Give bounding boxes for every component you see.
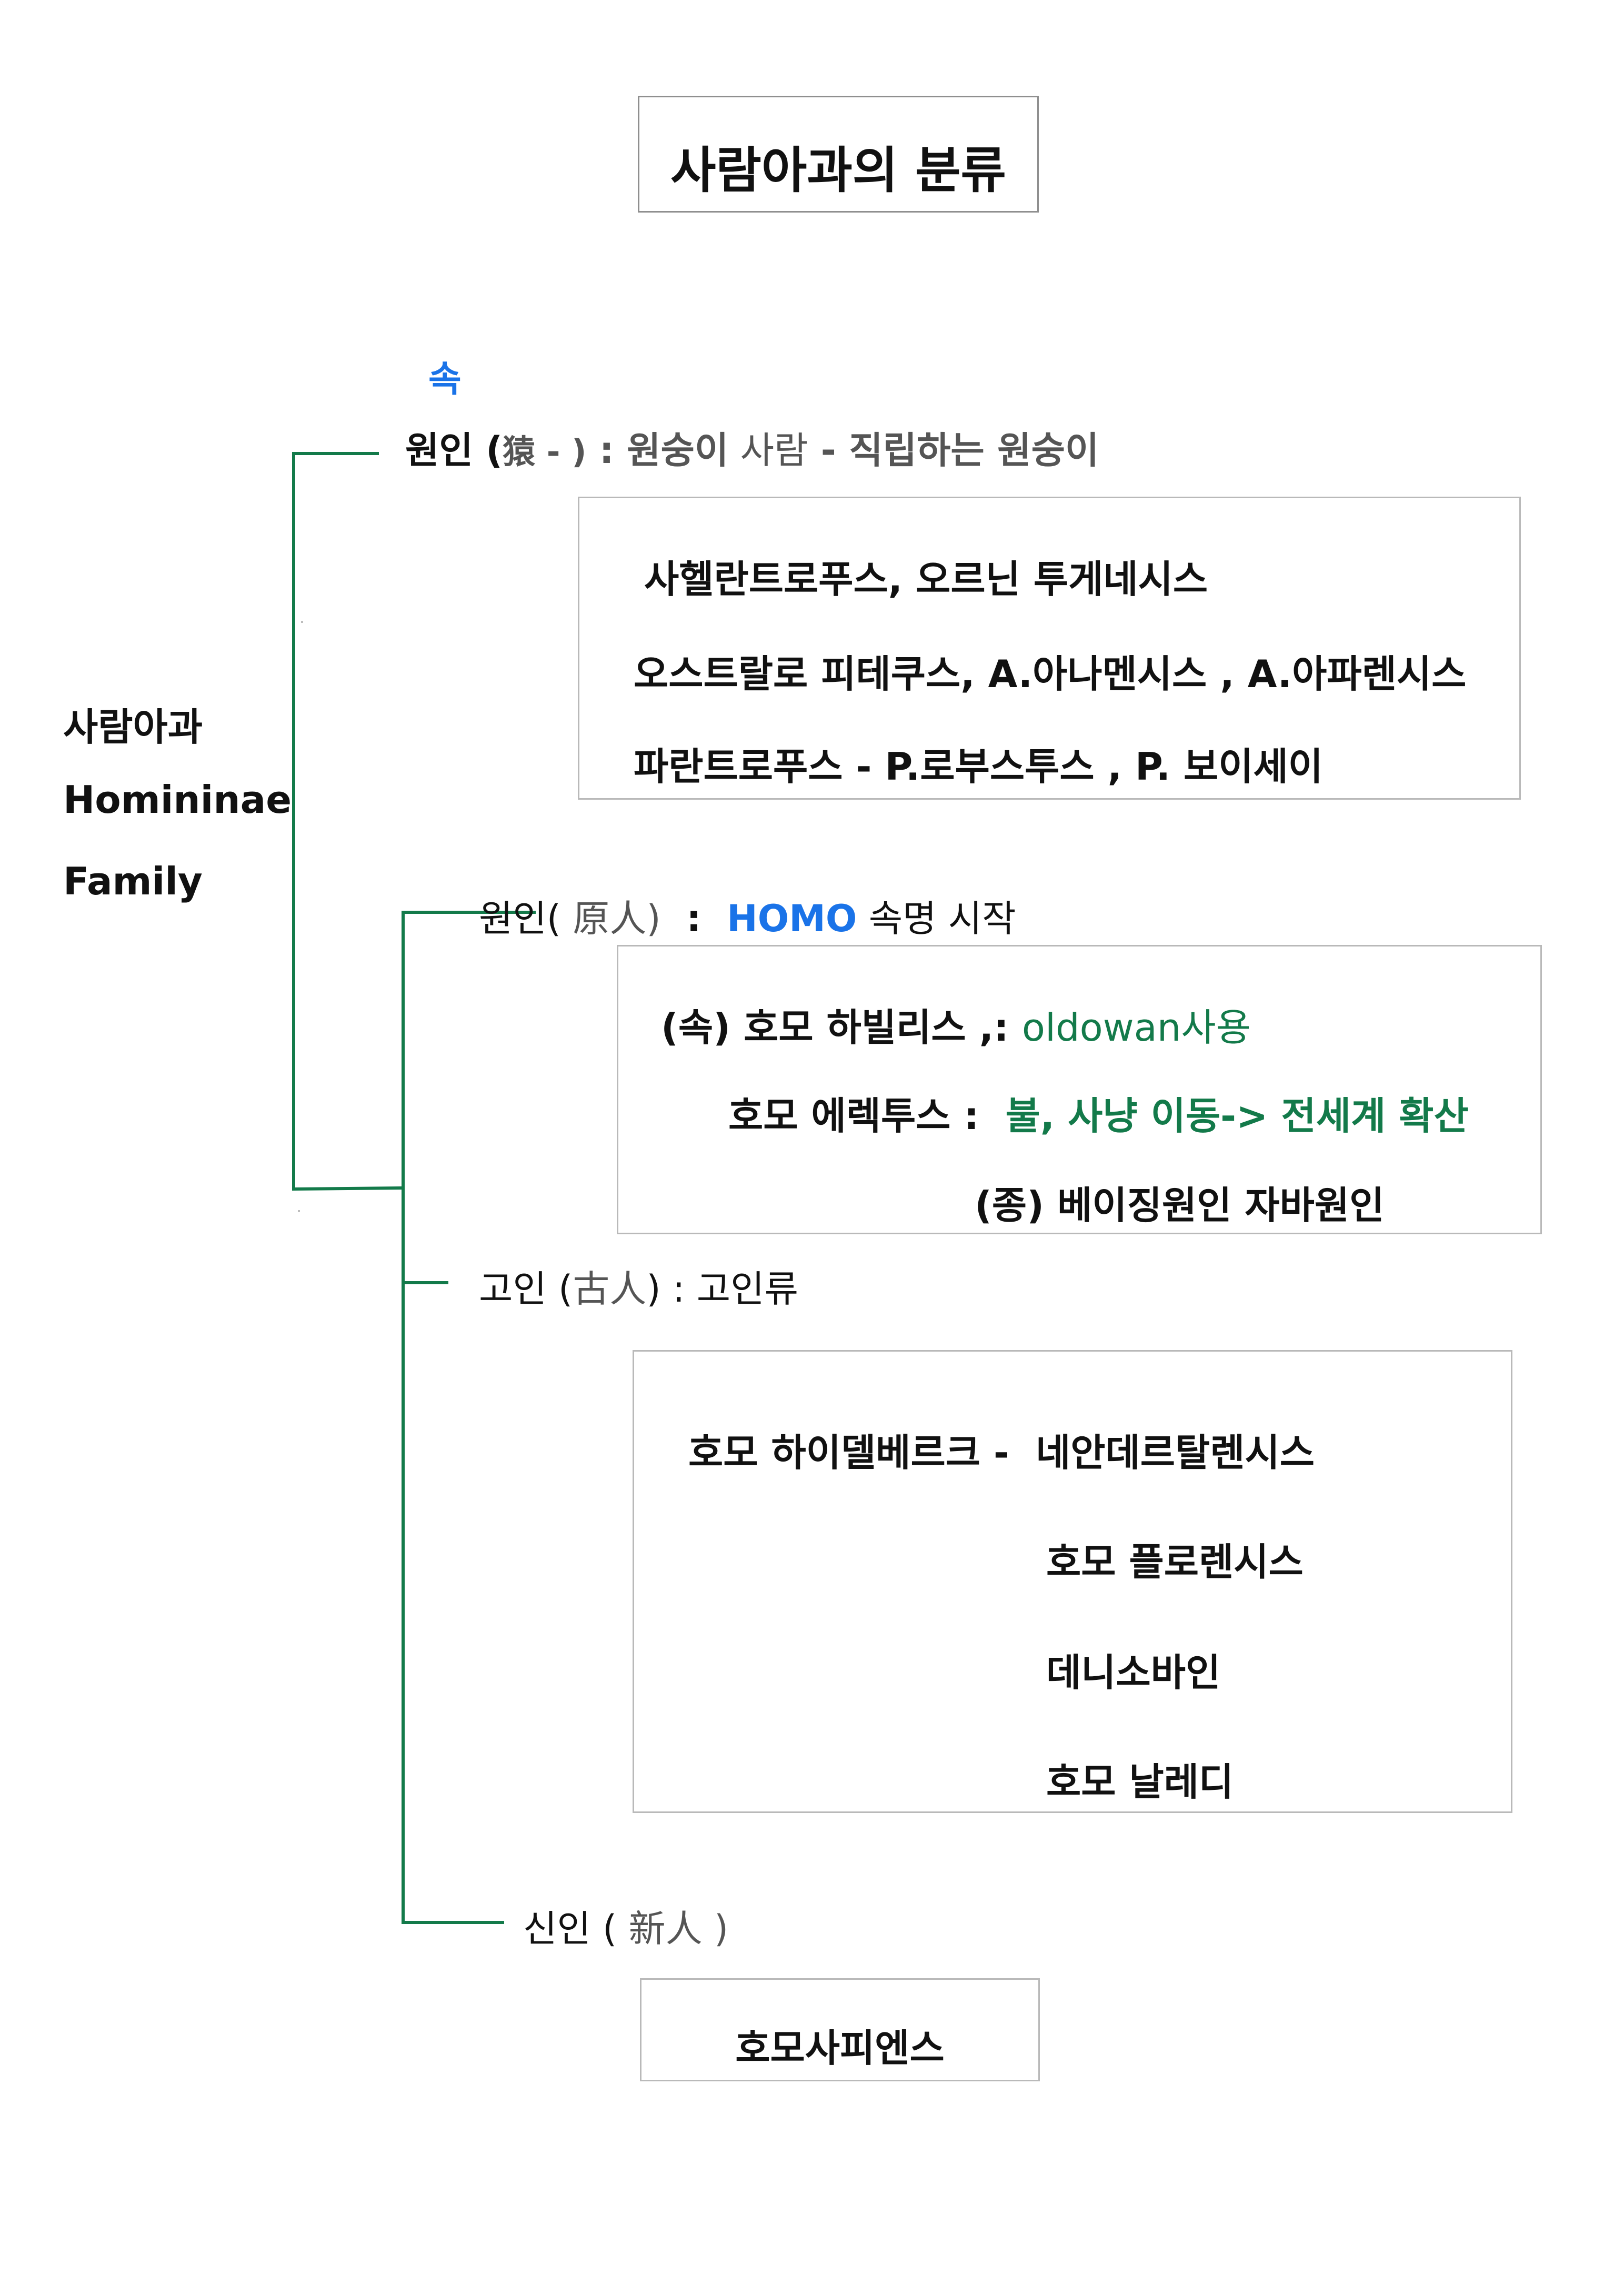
group1-mid: 사람 (728, 429, 808, 472)
group3-line3: 데니소바인 (1046, 1650, 1221, 1695)
group4-header: 신인 ( 新人 ) (523, 1899, 728, 1952)
group3-rest: ) : 고인류 (646, 1267, 798, 1311)
speck (301, 621, 303, 623)
group1-colon: : 원숭이 (586, 429, 729, 472)
group1-hanja: 猿 - ) (503, 432, 587, 471)
group3-line2: 호모 플로렌시스 (1046, 1540, 1304, 1584)
group1-header: 원인 (猿 - ) : 원숭이 사람 - 직립하는 원숭이 (405, 421, 1099, 474)
result-box (640, 1978, 1040, 2081)
family-korean: 사람아과 (63, 705, 203, 749)
page-title: 사람아과의 분류 (670, 142, 1007, 199)
group4-name: 신인 ( (523, 1907, 629, 1950)
group3-line4: 호모 날레디 (1046, 1760, 1234, 1804)
result-label: 호모사피엔스 (735, 2026, 945, 2070)
group2-line1-prefix: (속) 호모 하빌리스 ,: (661, 1005, 1022, 1050)
group3-header: 고인 (古人) : 고인류 (479, 1260, 798, 1313)
group1-box (578, 497, 1521, 800)
group2-line2: 호모 에렉투스 : 불, 사냥 이동-> 전세계 확산 (728, 1085, 1469, 1140)
group1-rest: - 직립하는 원숭이 (808, 429, 1099, 472)
group2-hanja: 原人) (561, 897, 661, 940)
rank-label: 속 (428, 359, 462, 400)
group2-line1-note: oldowan사용 (1021, 1005, 1251, 1050)
group2-box (617, 945, 1542, 1234)
group2-name: 원인( (479, 897, 562, 940)
group2-homo: HOMO (727, 897, 857, 940)
title-box (638, 96, 1039, 213)
group4-hanja: 新人 ) (628, 1907, 729, 1950)
group3-line1: 호모 하이델베르크 - 네안데르탈렌시스 (688, 1431, 1315, 1475)
group2-line2-note: 불, 사냥 이동-> 전세계 확산 (1005, 1094, 1469, 1138)
group2-line3: (종) 베이징원인 자바원인 (975, 1183, 1385, 1227)
group1-name: 원인 ( (405, 429, 503, 472)
family-latin: Homininae (63, 778, 292, 822)
group2-line1: (속) 호모 하빌리스 ,: oldowan사용 (661, 996, 1251, 1052)
group2-rest: 속명 시작 (857, 897, 1016, 940)
group3-name: 고인 ( (479, 1267, 573, 1311)
group2-header: 원인( 原人) : HOMO 속명 시작 (479, 889, 1016, 942)
group3-box (633, 1350, 1512, 1813)
group1-line1: 사헬란트로푸스, 오르닌 투게네시스 (644, 557, 1208, 601)
group3-hanja: 古人 (573, 1267, 647, 1311)
speck (298, 1210, 300, 1212)
group2-line2-prefix: 호모 에렉투스 : (728, 1094, 1006, 1138)
group1-line2: 오스트랄로 피테쿠스, A.아나멘시스 , A.아파렌시스 (634, 652, 1467, 696)
family-english: Family (63, 859, 203, 903)
connector-group1 (292, 452, 404, 1191)
connector-main-trunk (402, 911, 536, 1924)
group2-colon: : (660, 897, 727, 940)
group1-line3: 파란트로푸스 - P.로부스투스 , P. 보이세이 (634, 744, 1323, 789)
